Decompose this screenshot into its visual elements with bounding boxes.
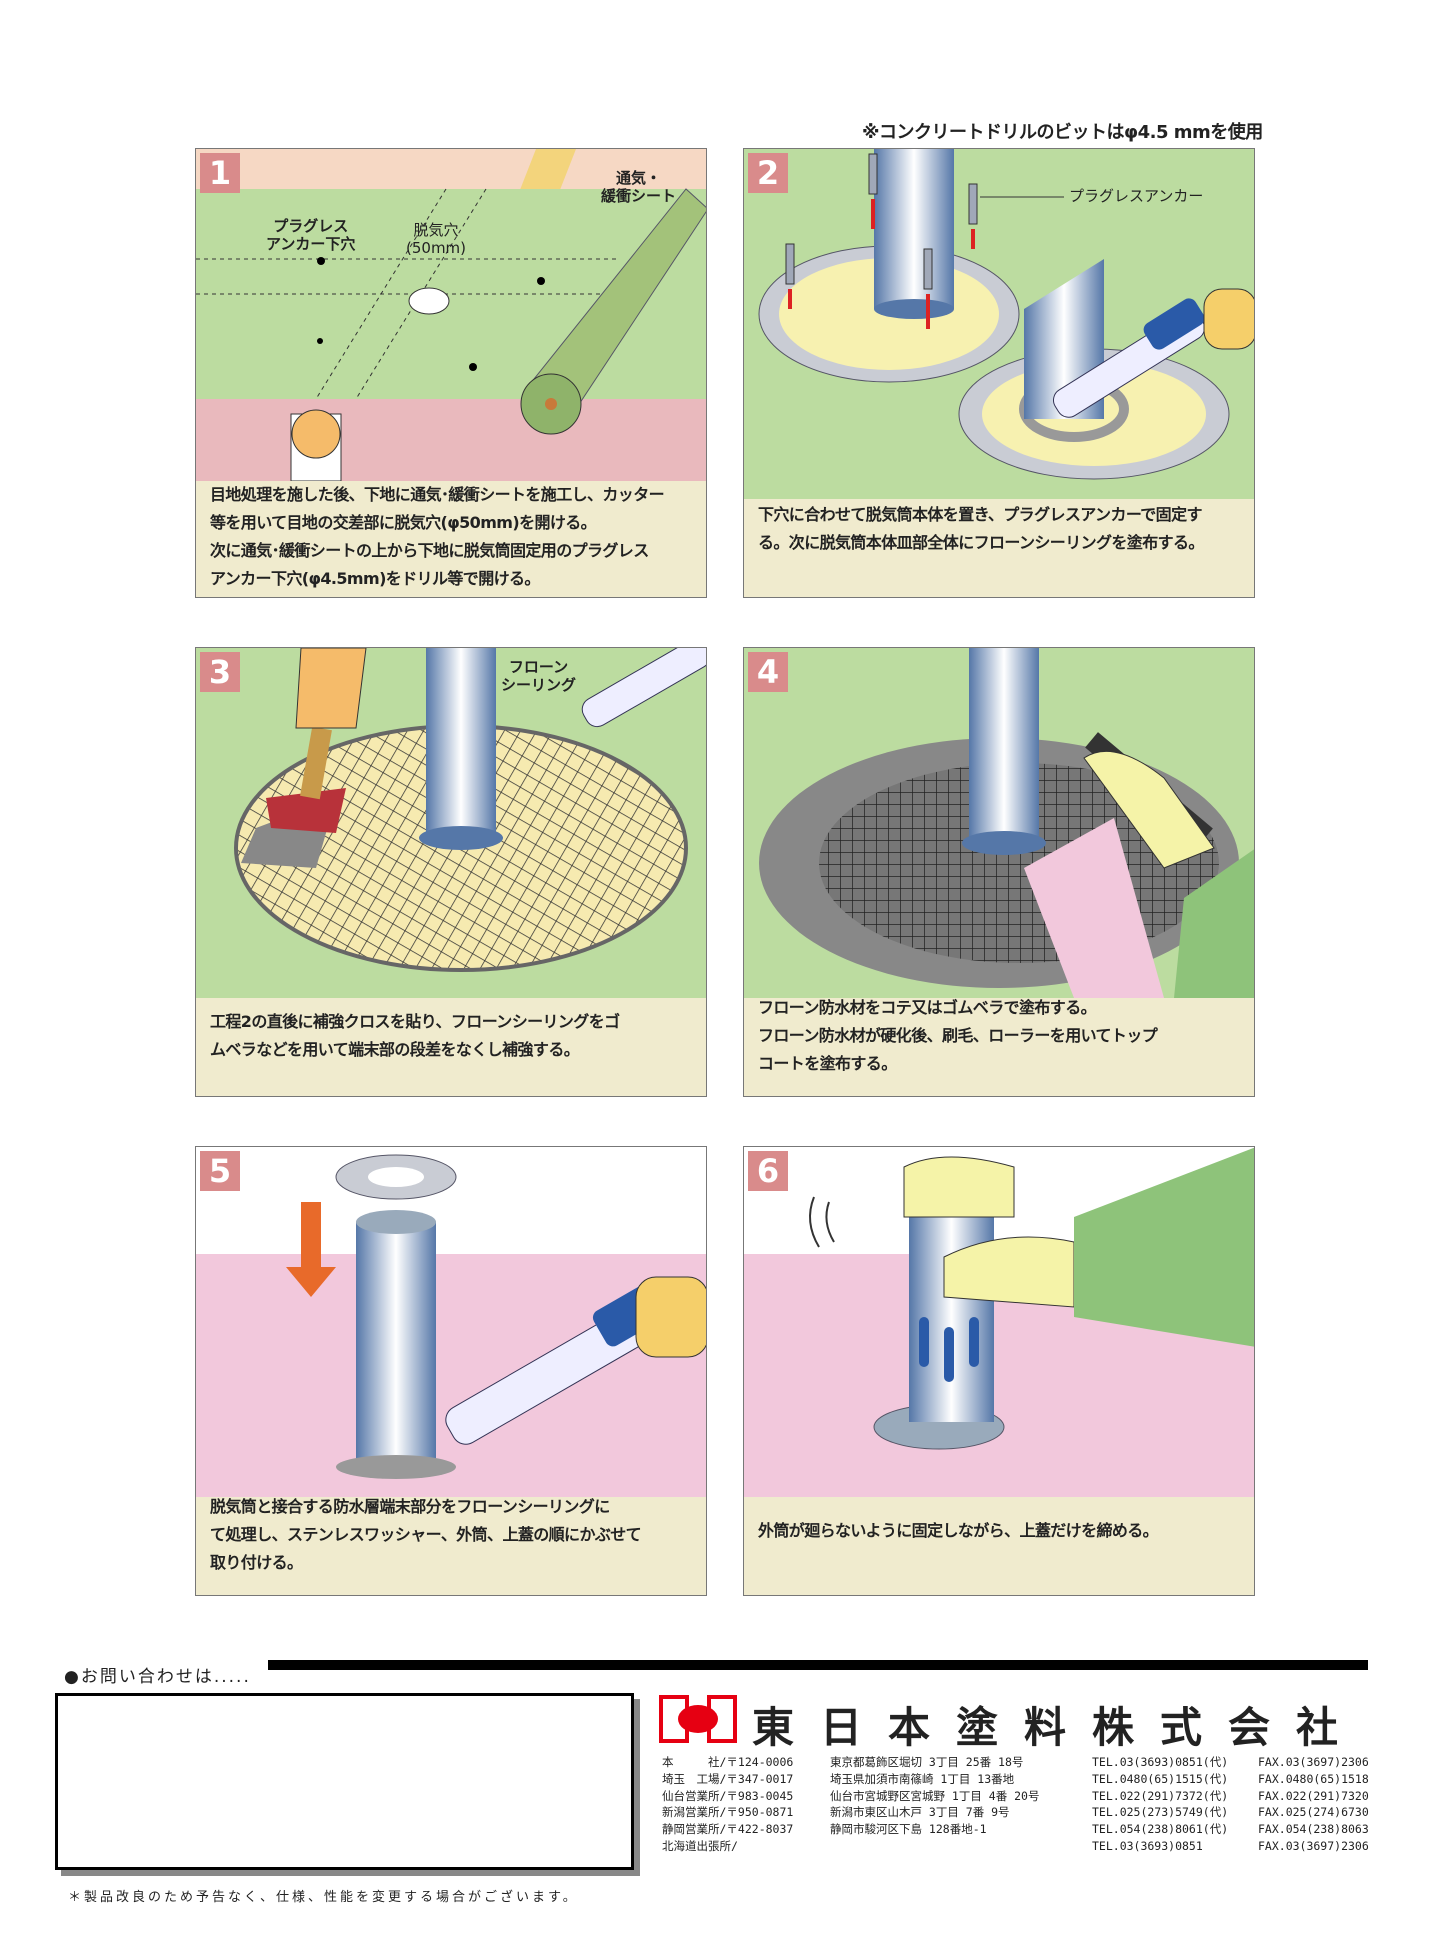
caption-line: 工程2の直後に補強クロスを貼り、フローンシーリングをゴ: [210, 1012, 620, 1031]
step-6-illustration: [744, 1147, 1254, 1497]
anchor-label: プラグレスアンカー: [1069, 187, 1204, 205]
caption-line: ムベラなどを用いて端末部の段差をなくし補強する。: [210, 1040, 580, 1059]
sheet-label: 通気・ 緩衝シート: [601, 169, 677, 205]
step-1-panel: 1 プラグレス アンカー下穴 脱気穴 (50mm) 通気・ 緩衝シート 目地処理…: [195, 148, 707, 598]
caption-line: る。次に脱気筒本体皿部全体にフローンシーリングを塗布する。: [758, 533, 1204, 552]
step-number: 1: [200, 153, 240, 193]
step-3-panel: 3 フローン シーリング 工程2の直後に補強クロスを貼り、フローンシーリングをゴ…: [195, 647, 707, 1097]
office-tel: TEL.054(238)8061(代): [1092, 1822, 1229, 1837]
office-row: 仙台営業所/〒983-0045 仙台市宮城野区宮城野 1丁目 4番 20号 TEL.…: [662, 1788, 1369, 1805]
divider-bar: [268, 1660, 1368, 1670]
caption-line: 次に通気･緩衝シートの上から下地に脱気筒固定用のプラグレス: [210, 541, 649, 560]
office-tel: TEL.025(273)5749(代): [1092, 1805, 1229, 1820]
office-name: 静岡営業所/〒422-8037: [662, 1822, 794, 1837]
office-row: 埼玉 工場/〒347-0017 埼玉県加須市南篠崎 1丁目 13番地 TEL.048…: [662, 1771, 1369, 1788]
office-address: 新潟市東区山木戸 3丁目 7番 9号: [830, 1805, 1010, 1820]
office-name: 仙台営業所/〒983-0045: [662, 1788, 794, 1803]
office-address: 仙台市宮城野区宮城野 1丁目 4番 20号: [830, 1788, 1040, 1803]
sealing-label: フローン シーリング: [501, 658, 577, 694]
caption-line: フローン防水材をコテ又はゴムベラで塗布する。: [758, 998, 1097, 1017]
step-6-panel: 6 外筒が廻らないように固定しながら、上蓋だけを締める。: [743, 1146, 1255, 1596]
office-tel: TEL.0480(65)1515(代): [1092, 1771, 1229, 1786]
contact-stamp-box: [55, 1693, 634, 1870]
office-name: 新潟営業所/〒950-0871: [662, 1805, 794, 1820]
office-row: 新潟営業所/〒950-0871 新潟市東区山木戸 3丁目 7番 9号 TEL.025…: [662, 1804, 1369, 1821]
caption-line: 下穴に合わせて脱気筒本体を置き、プラグレスアンカーで固定す: [758, 505, 1202, 524]
step-number: 2: [748, 153, 788, 193]
office-tel: TEL.03(3693)0851(代): [1092, 1755, 1229, 1769]
step-number: 4: [748, 652, 788, 692]
step-2-panel: 2 プラグレスアンカー 下穴に合わせて脱気筒本体を置き、プラグレスアンカーで固定…: [743, 148, 1255, 598]
caption-line: 脱気筒と接合する防水層端末部分をフローンシーリングに: [210, 1497, 610, 1516]
caption-line: 取り付ける。: [210, 1553, 303, 1572]
inquiry-label: ●お問い合わせは.....: [64, 1667, 251, 1687]
office-tel: TEL.03(3693)0851: [1092, 1838, 1203, 1853]
office-name: 本 社/〒124-0006: [662, 1755, 794, 1769]
office-fax: FAX.054(238)8063: [1258, 1822, 1369, 1837]
caption-line: アンカー下穴(φ4.5mm)をドリル等で開ける。: [210, 569, 540, 588]
office-address: 静岡市駿河区下島 128番地-1: [830, 1822, 987, 1837]
step-number: 6: [748, 1151, 788, 1191]
caption-line: コートを塗布する。: [758, 1054, 897, 1073]
office-row: 静岡営業所/〒422-8037 静岡市駿河区下島 128番地-1 TEL.054(2…: [662, 1821, 1369, 1838]
step-2-illustration: [744, 149, 1254, 499]
office-address: 埼玉県加須市南篠崎 1丁目 13番地: [830, 1771, 1015, 1786]
disclaimer: ＊製品改良のため予告なく、仕様、性能を変更する場合がございます。: [68, 1890, 579, 1905]
office-fax: FAX.03(3697)2306: [1258, 1755, 1369, 1769]
caption-line: 目地処理を施した後、下地に通気･緩衝シートを施工し、カッター: [210, 485, 665, 504]
step-5-illustration: [196, 1147, 706, 1497]
office-fax: FAX.022(291)7320: [1258, 1788, 1369, 1803]
office-name: 北海道出張所/: [662, 1838, 738, 1853]
office-row: 北海道出張所/TEL.03(3693)0851 FAX.03(3697)2306: [662, 1838, 1369, 1855]
step-3-illustration: [196, 648, 706, 998]
office-fax: FAX.0480(65)1518: [1258, 1771, 1369, 1786]
company-logo-icon: [659, 1695, 737, 1743]
office-address: 東京都葛飾区堀切 3丁目 25番 18号: [830, 1755, 1024, 1769]
step-number: 3: [200, 652, 240, 692]
office-address: [830, 1838, 1092, 1855]
drill-bit-note: ※コンクリートドリルのビットはφ4.5 mmを使用: [862, 122, 1263, 143]
office-fax: FAX.03(3697)2306: [1258, 1838, 1369, 1853]
company-name: 東日本塗料株式会社: [752, 1703, 1365, 1752]
anchor-hole-label: プラグレス アンカー下穴: [266, 217, 356, 253]
caption-line: て処理し、ステンレスワッシャー、外筒、上蓋の順にかぶせて: [210, 1525, 642, 1544]
step-4-illustration: [744, 648, 1254, 998]
step-5-panel: 5 脱気筒と接合する防水層端末部分をフローンシーリングに て処理し、ステンレスワ…: [195, 1146, 707, 1596]
caption-line: 等を用いて目地の交差部に脱気穴(φ50mm)を開ける。: [210, 513, 597, 532]
office-tel: TEL.022(291)7372(代): [1092, 1788, 1229, 1803]
caption-line: フローン防水材が硬化後、刷毛、ローラーを用いてトップ: [758, 1026, 1158, 1045]
step-1-illustration: [196, 149, 706, 481]
caption-line: 外筒が廻らないように固定しながら、上蓋だけを締める。: [758, 1521, 1159, 1540]
step-number: 5: [200, 1151, 240, 1191]
office-name: 埼玉 工場/〒347-0017: [662, 1771, 794, 1786]
step-4-panel: 4 フローン防水材をコテ又はゴムベラで塗布する。 フローン防水材が硬化後、刷毛、…: [743, 647, 1255, 1097]
vent-hole-label: 脱気穴 (50mm): [406, 221, 467, 257]
office-row: 本 社/〒124-0006 東京都葛飾区堀切 3丁目 25番 18号 TEL.03(…: [662, 1754, 1369, 1771]
office-fax: FAX.025(274)6730: [1258, 1805, 1369, 1820]
office-list: 本 社/〒124-0006 東京都葛飾区堀切 3丁目 25番 18号 TEL.03(…: [662, 1754, 1369, 1855]
